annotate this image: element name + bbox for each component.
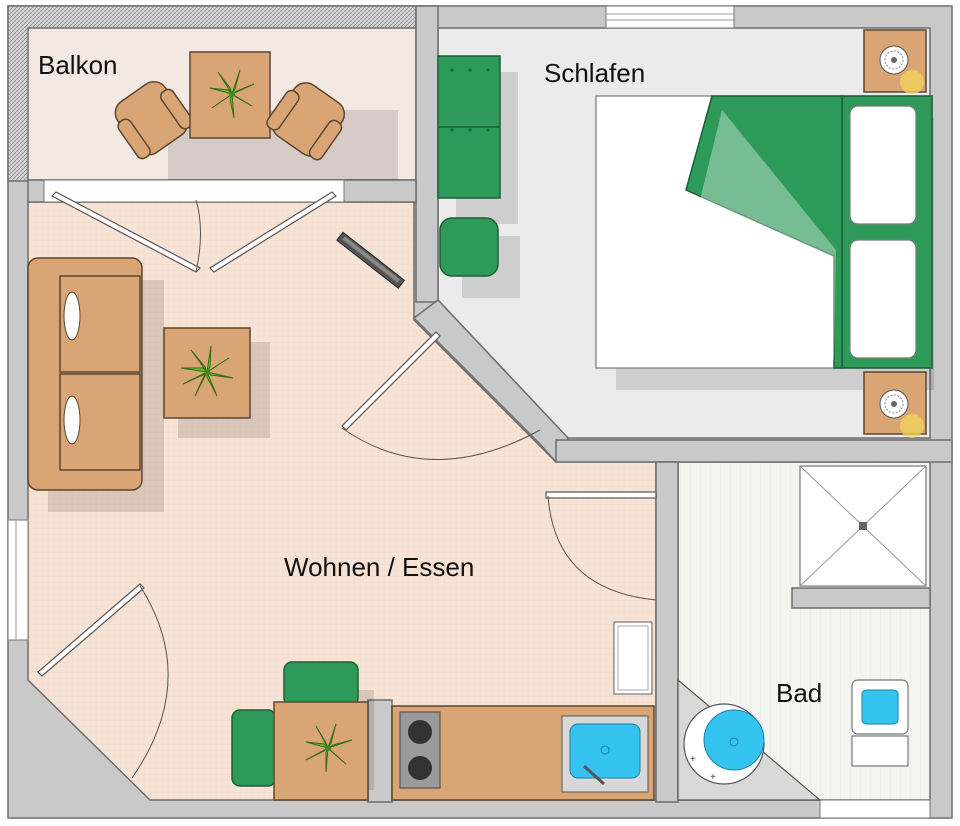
plant-icon: [180, 345, 234, 397]
bath-fixtures: + +: [677, 465, 927, 801]
kitchen-sink: [561, 715, 649, 793]
wash-basin: + +: [677, 678, 822, 801]
window-top-bedroom: [605, 5, 735, 29]
pillow-bottom: [849, 239, 917, 359]
toilet-icon: [851, 679, 909, 767]
stove: [399, 711, 441, 789]
window-left-living: [7, 519, 29, 641]
entrance-door: [37, 583, 169, 779]
balcony-chair-left: [114, 80, 194, 160]
room-label-schlafen: Schlafen: [544, 58, 645, 88]
plant-icon: [209, 69, 255, 119]
stove-burner-icon: [408, 756, 432, 780]
shower: [799, 465, 927, 587]
blanket-fold: [685, 95, 843, 369]
balcony-chair-right: [266, 82, 346, 161]
bedroom-furniture: [437, 29, 934, 438]
window-bath: [819, 799, 931, 819]
shower-drain-icon: [859, 522, 867, 530]
room-label-bad: Bad: [776, 678, 822, 708]
dining-table: [273, 701, 369, 801]
lamp-icon: [879, 389, 909, 419]
nightstand-top: [863, 29, 927, 94]
balcony-door: [43, 179, 345, 273]
fridge: [613, 621, 653, 695]
room-label-balkon: Balkon: [38, 50, 118, 80]
svg-text:+: +: [710, 772, 716, 783]
bedroom-chair: [439, 217, 499, 277]
sink-icon: [582, 764, 606, 786]
dining-chair-top: [283, 661, 359, 707]
plant-icon: [305, 723, 353, 773]
stove-burner-icon: [408, 720, 432, 744]
living-furniture: [27, 231, 655, 801]
tv-icon: [336, 231, 406, 289]
kitchen-counter: [391, 705, 655, 801]
nightstand-bottom: [863, 371, 927, 438]
lamp-icon: [879, 45, 909, 75]
dining-chair-left: [231, 709, 277, 787]
sink-icon: [703, 709, 765, 771]
sofa: [27, 257, 143, 491]
room-label-wohnen-essen: Wohnen / Essen: [284, 552, 474, 582]
bath-door: [545, 491, 657, 601]
bedroom-door: [341, 331, 541, 460]
svg-text:+: +: [690, 754, 696, 765]
balcony-furniture: [114, 51, 398, 180]
pillow-top: [849, 105, 917, 225]
